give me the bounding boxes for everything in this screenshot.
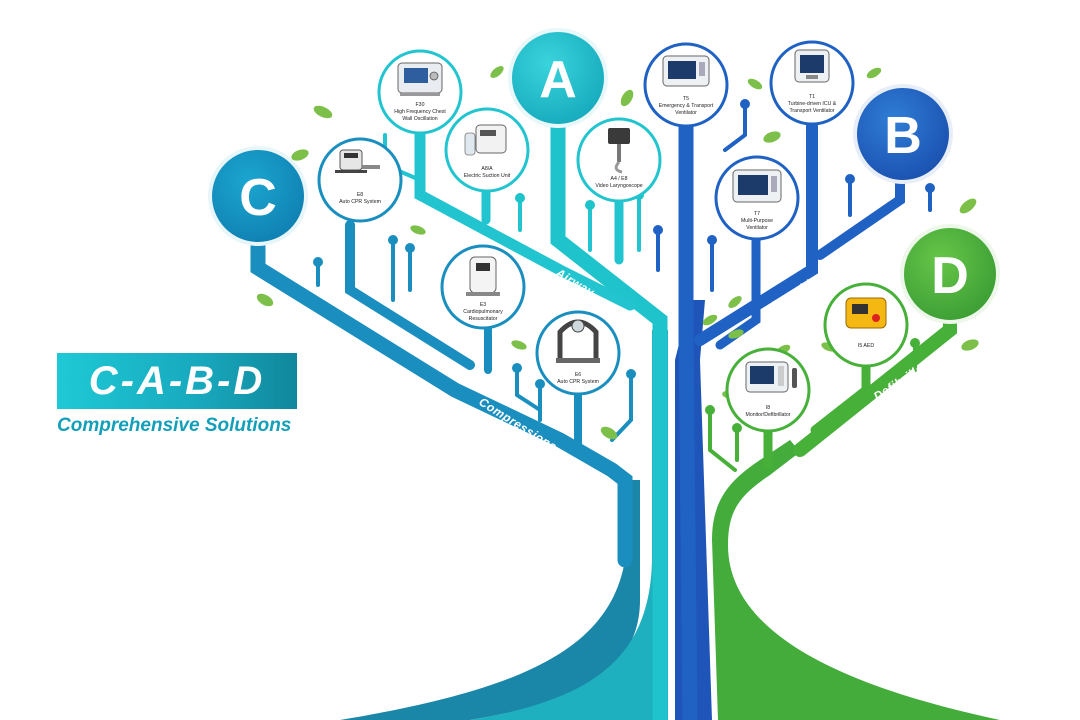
category-a-letter: A — [539, 51, 577, 109]
product-desc: Wall Oscillation — [402, 116, 437, 122]
ventilator-icon — [662, 55, 710, 87]
cpr-device-icon — [335, 149, 380, 173]
product-desc: Video Laryngoscope — [595, 183, 642, 189]
product-name: A4 / E8 — [610, 176, 627, 182]
product-name: I5 AED — [858, 343, 874, 349]
product-desc: Ventilator — [746, 225, 768, 231]
oscillation-device-icon — [397, 62, 443, 96]
product-desc: Auto CPR System — [339, 199, 381, 205]
product-name: T7 — [754, 211, 760, 217]
product-desc: Emergency & Transport — [659, 103, 714, 109]
aed-icon — [845, 297, 887, 329]
product-node-e8-auto-cpr: E8 Auto CPR System — [317, 137, 403, 223]
breathing-dots — [653, 99, 935, 245]
product-desc: Cardiopulmonary — [463, 309, 503, 315]
product-name: A8/A — [481, 166, 493, 172]
product-name: E3 — [480, 302, 486, 308]
product-name: T1 — [809, 94, 815, 100]
product-node-f30: F30 High Frequency Chest Wall Oscillatio… — [377, 49, 463, 135]
product-name: F30 — [416, 102, 425, 108]
product-node-i5-aed: I5 AED — [823, 282, 909, 368]
product-node-t5-ventilator: T5 Emergency & Transport Ventilator — [643, 42, 729, 128]
compressions-label: Compressions — [476, 395, 559, 454]
product-node-t7-ventilator: T7 Multi-Purpose Ventilator — [714, 155, 800, 241]
product-node-e6-auto-cpr: E6 Auto CPR System — [535, 310, 621, 396]
product-node-a8a-suction: A8/A Electric Suction Unit — [444, 107, 530, 193]
icu-ventilator-icon — [794, 49, 830, 83]
product-desc: Turbine-driven ICU & — [788, 101, 837, 107]
product-node-t1-ventilator: T1 Turbine-driven ICU & Transport Ventil… — [769, 40, 855, 126]
category-a-badge: A — [508, 28, 608, 128]
product-node-i8-monitor-defibrillator: I8 Monitor/Defibrillator — [725, 347, 811, 433]
page-title: C-A-B-D — [88, 358, 266, 403]
cpr-arch-icon — [556, 319, 600, 363]
page-subtitle: Comprehensive Solutions — [57, 415, 292, 436]
compressions-dots — [313, 235, 636, 389]
product-name: E8 — [357, 192, 363, 198]
product-desc: Monitor/Defibrillator — [746, 412, 791, 418]
product-node-video-laryngoscope: A4 / E8 Video Laryngoscope — [576, 117, 662, 203]
product-name: E6 — [575, 372, 581, 378]
product-desc: High Frequency Chest — [394, 109, 446, 115]
resuscitator-icon — [466, 256, 500, 296]
category-b-letter: B — [884, 107, 922, 165]
category-c-letter: C — [239, 169, 277, 227]
product-desc: Electric Suction Unit — [464, 173, 511, 179]
product-desc: Multi-Purpose — [741, 218, 773, 224]
product-name: T5 — [683, 96, 689, 102]
category-d-badge: D — [900, 224, 1000, 324]
monitor-defibrillator-icon — [745, 361, 797, 393]
product-desc: Resuscitator — [469, 316, 498, 322]
category-b-badge: B — [853, 84, 953, 184]
product-name: I8 — [766, 405, 770, 411]
title-banner: C-A-B-D — [57, 353, 297, 409]
product-desc: Auto CPR System — [557, 379, 599, 385]
laryngoscope-icon — [608, 128, 630, 174]
defibrillation-dots — [705, 338, 920, 433]
product-desc: Ventilator — [675, 110, 697, 116]
category-d-letter: D — [931, 247, 969, 305]
product-desc: Transport Ventilator — [789, 108, 834, 114]
product-node-e3-resuscitator: E3 Cardiopulmonary Resuscitator — [440, 244, 526, 330]
category-c-badge: C — [208, 146, 308, 246]
suction-unit-icon — [464, 124, 507, 156]
multi-ventilator-icon — [732, 169, 782, 203]
